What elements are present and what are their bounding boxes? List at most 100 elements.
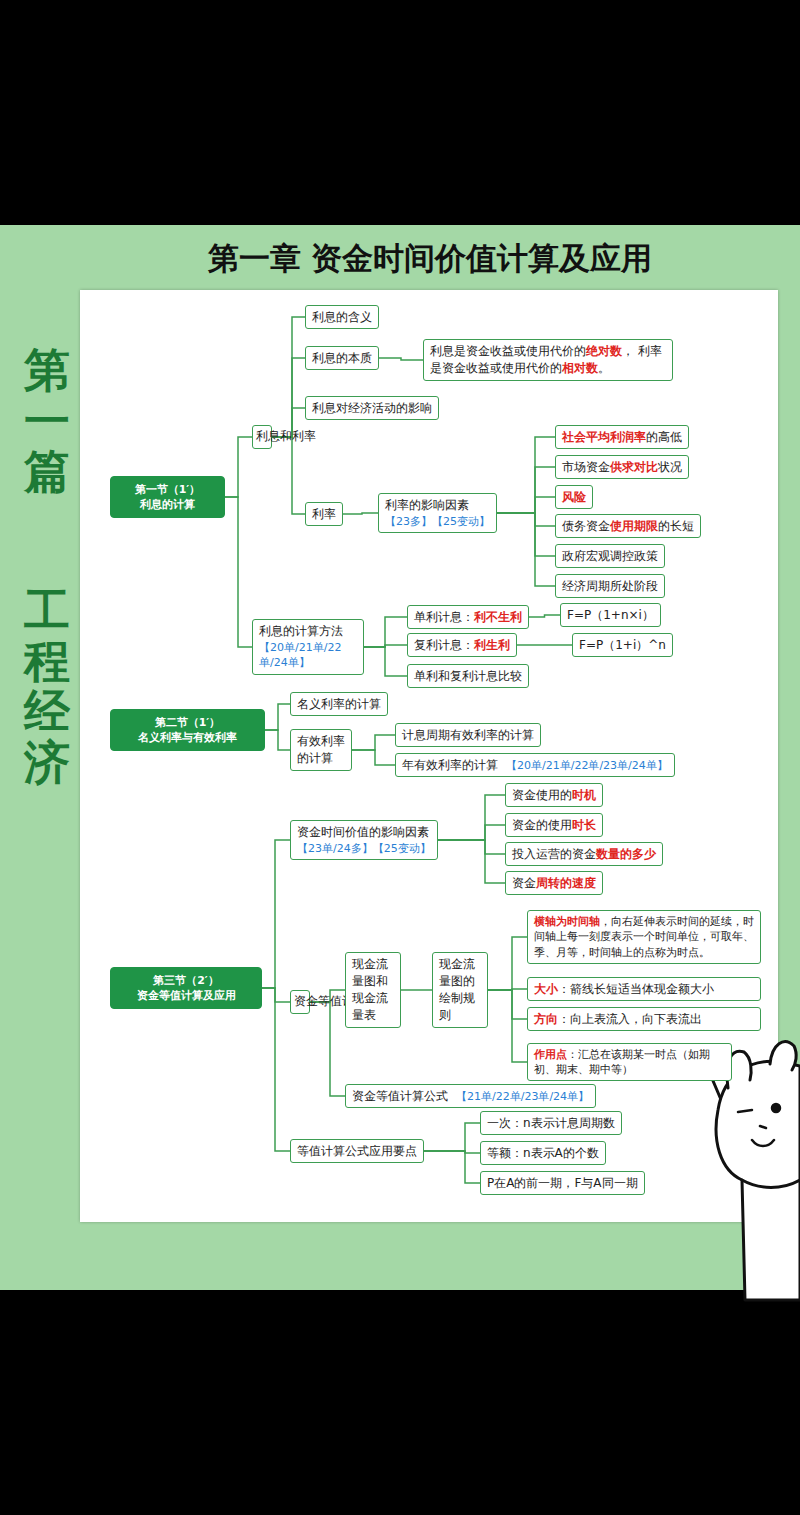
plain-text: 资金使用的 bbox=[512, 788, 572, 802]
topic-box: 利息的本质 bbox=[305, 346, 379, 371]
highlight-text: 利生利 bbox=[474, 638, 510, 652]
node-text: 利息对经济活动的影响 bbox=[312, 400, 432, 417]
topic-box: 资金等值计算公式【21单/22单/23单/24单】 bbox=[345, 1084, 596, 1109]
node-text: 利息的计算方法 bbox=[259, 623, 357, 640]
vertical-box: 利息和利率 bbox=[252, 425, 272, 448]
node-text: 政府宏观调控政策 bbox=[562, 548, 658, 565]
tree-connector bbox=[497, 467, 555, 513]
node-text: 有效利率的计算 bbox=[297, 733, 345, 767]
plain-text: 状况 bbox=[658, 460, 682, 474]
plain-text: 复利计息： bbox=[414, 638, 474, 652]
tree-connector bbox=[424, 1123, 480, 1151]
topic-box: 现金流量图的绘制规则 bbox=[432, 952, 488, 1027]
topic-box: 债务资金使用期限的长短 bbox=[555, 514, 701, 539]
topic-box: 利息对经济活动的影响 bbox=[305, 396, 439, 421]
exam-tag: 【21单/22单/23单/24单】 bbox=[456, 1089, 589, 1104]
topic-box: F=P（1+n×i） bbox=[560, 603, 661, 628]
highlight-text: 相对数 bbox=[562, 361, 598, 375]
node-text: 资金时间价值的影响因素 bbox=[297, 824, 431, 841]
node-text: 利息和利率 bbox=[256, 430, 268, 443]
highlight-text: 横轴为时间轴 bbox=[534, 915, 600, 928]
node-text: 利率的影响因素 bbox=[385, 497, 490, 514]
plain-text: 市场资金 bbox=[562, 460, 610, 474]
topic-box: P在A的前一期，F与A同一期 bbox=[480, 1171, 645, 1196]
exam-tag: 【20单/21单/22单/24单】 bbox=[259, 640, 357, 671]
topic-box: 利率 bbox=[305, 502, 343, 527]
tree-connector bbox=[265, 730, 290, 750]
tree-connector bbox=[272, 408, 305, 437]
tree-connector bbox=[352, 735, 395, 750]
highlight-text: 供求对比 bbox=[610, 460, 658, 474]
node-text: 债务资金使用期限的长短 bbox=[562, 518, 694, 535]
topic-box: 资金周转的速度 bbox=[505, 871, 603, 896]
highlight-text: 数量的多少 bbox=[596, 847, 656, 861]
node-text: 第三节（2′） bbox=[117, 973, 255, 988]
topic-box: 资金的使用时长 bbox=[505, 813, 603, 838]
node-text: 利率 bbox=[312, 506, 336, 523]
topic-box: 计息周期有效利率的计算 bbox=[395, 723, 541, 748]
plain-text: 的高低 bbox=[646, 430, 682, 444]
tree-connector bbox=[529, 615, 560, 617]
part-heading: 第一篇 bbox=[24, 345, 70, 497]
node-text: 单利和复利计息比较 bbox=[414, 668, 522, 685]
tree-connector bbox=[497, 513, 555, 586]
node-text: 年有效利率的计算 bbox=[402, 757, 498, 774]
node-text: 现金流量图的绘制规则 bbox=[439, 956, 481, 1023]
exam-tag: 【23多】【25变动】 bbox=[385, 514, 490, 529]
highlight-text: 风险 bbox=[562, 490, 586, 504]
node-text: 等额：n表示A的个数 bbox=[487, 1145, 599, 1162]
node-text: 资金等值计算公式 bbox=[352, 1088, 448, 1105]
topic-box: 横轴为时间轴，向右延伸表示时间的延续，时间轴上每一刻度表示一个时间单位，可取年、… bbox=[527, 910, 761, 964]
tree-connector bbox=[517, 644, 572, 646]
highlight-text: 作用点 bbox=[534, 1048, 567, 1061]
tree-connector bbox=[262, 840, 290, 988]
tree-connector bbox=[364, 617, 407, 647]
topic-box: 单利计息：利不生利 bbox=[407, 605, 529, 630]
node-text: 单利计息：利不生利 bbox=[414, 609, 522, 626]
node-text: 风险 bbox=[562, 489, 586, 506]
topic-box: 风险 bbox=[555, 485, 593, 510]
section-box: 第三节（2′）资金等值计算及应用 bbox=[110, 967, 262, 1010]
highlight-text: 使用期限 bbox=[610, 519, 658, 533]
tree-connector bbox=[438, 795, 505, 840]
tree-connector bbox=[488, 990, 527, 1062]
node-text: 第一节（1′） bbox=[117, 482, 218, 497]
topic-box: 利息是资金收益或使用代价的绝对数， 利率是资金收益或使用代价的相对数。 bbox=[423, 339, 673, 381]
tree-connector bbox=[364, 647, 407, 676]
plain-text: ：向上表流入，向下表流出 bbox=[558, 1012, 702, 1026]
tree-connector bbox=[265, 704, 290, 730]
tree-connector bbox=[424, 1151, 480, 1183]
topic-box: 等值计算公式应用要点 bbox=[290, 1139, 424, 1164]
topic-box: F=P（1+i）^n bbox=[572, 633, 673, 658]
chapter-title: 第一章 资金时间价值计算及应用 bbox=[130, 240, 730, 277]
plain-text: ：箭线长短适当体现金额大小 bbox=[558, 982, 714, 996]
node-text: 现金流量图和现金流量表 bbox=[352, 956, 394, 1023]
node-text: 资金的使用时长 bbox=[512, 817, 596, 834]
node-text: 资金周转的速度 bbox=[512, 875, 596, 892]
node-text: 资金等值计算 bbox=[294, 995, 306, 1008]
node-text: 资金等值计算及应用 bbox=[117, 988, 255, 1003]
topic-box: 单利和复利计息比较 bbox=[407, 664, 529, 689]
topic-box: 利息的计算方法【20单/21单/22单/24单】 bbox=[252, 619, 364, 675]
node-text: 横轴为时间轴，向右延伸表示时间的延续，时间轴上每一刻度表示一个时间单位，可取年、… bbox=[534, 914, 754, 960]
node-text: 大小：箭线长短适当体现金额大小 bbox=[534, 981, 754, 998]
plain-text: 资金 bbox=[512, 876, 536, 890]
topic-box: 资金时间价值的影响因素【23单/24多】【25变动】 bbox=[290, 820, 438, 860]
node-text: 第二节（1′） bbox=[117, 715, 258, 730]
tree-connector bbox=[225, 437, 252, 497]
highlight-text: 时机 bbox=[572, 788, 596, 802]
node-text: 利息的本质 bbox=[312, 350, 372, 367]
tree-connector bbox=[352, 750, 395, 765]
topic-box: 利息的含义 bbox=[305, 305, 379, 330]
plain-text: 的长短 bbox=[658, 519, 694, 533]
node-text: 作用点：汇总在该期某一时点（如期初、期末、期中等） bbox=[534, 1047, 725, 1078]
tree-connector bbox=[488, 990, 527, 1019]
node-text: 资金使用的时机 bbox=[512, 787, 596, 804]
tree-connector bbox=[401, 989, 432, 991]
highlight-text: 时长 bbox=[572, 818, 596, 832]
topic-box: 复利计息：利生利 bbox=[407, 633, 517, 658]
topic-box: 年有效利率的计算【20单/21单/22单/23单/24单】 bbox=[395, 753, 675, 778]
topic-box: 利率的影响因素【23多】【25变动】 bbox=[378, 493, 497, 533]
topic-box: 方向：向上表流入，向下表流出 bbox=[527, 1007, 761, 1032]
topic-box: 现金流量图和现金流量表 bbox=[345, 952, 401, 1027]
